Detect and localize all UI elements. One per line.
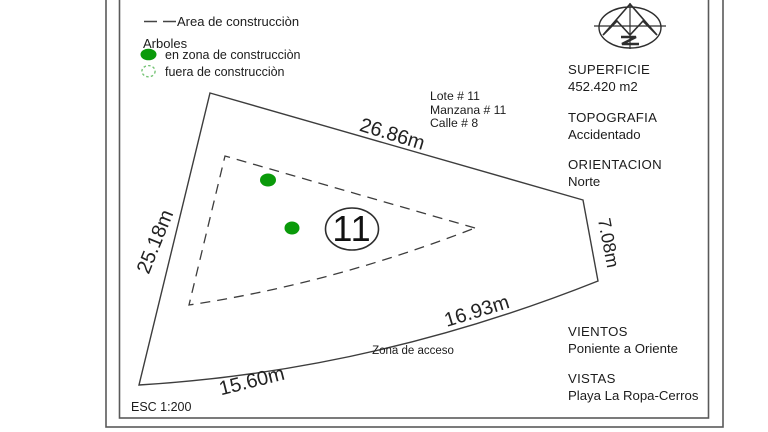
- lot-boundary: [138, 92, 599, 386]
- dashed-line-icon: [144, 20, 176, 23]
- property-label: SUPERFICIE: [568, 62, 651, 77]
- property-value: Playa La Ropa-Cerros: [568, 387, 699, 403]
- inner-frame: [118, 0, 710, 419]
- lot-info-calle: Calle # 8: [430, 116, 479, 130]
- property-value: 452.420 m2: [568, 78, 638, 94]
- tree-in-zone-icon: [284, 221, 300, 235]
- property-label: VISTAS: [568, 371, 616, 386]
- tree-outline-icon: [141, 65, 156, 78]
- tree-in-zone-icon: [260, 173, 276, 187]
- legend-tree-out-zone-label: fuera de construcciòn: [165, 65, 285, 79]
- north-arrow-icon: [594, 2, 666, 49]
- lot-number-circle: [324, 207, 380, 251]
- property-vientos: VIENTOS Poniente a Oriente: [568, 324, 678, 357]
- property-label: ORIENTACION: [568, 157, 662, 172]
- lot-info-lote: Lote # 11: [430, 89, 480, 103]
- scale-label: ESC 1:200: [131, 400, 192, 414]
- legend-area-label: Area de construcciòn: [177, 14, 300, 29]
- legend-tree-in-zone-label: en zona de construcciòn: [165, 48, 301, 62]
- property-value: Norte: [568, 173, 601, 189]
- property-topografia: TOPOGRAFIA Accidentado: [568, 110, 657, 143]
- construction-area-outline: [188, 155, 476, 306]
- lot-info-block: Lote # 11 Manzana # 11 Calle # 8: [430, 89, 507, 131]
- outer-frame: [105, 0, 724, 428]
- property-label: TOPOGRAFIA: [568, 110, 658, 125]
- property-orientacion: ORIENTACION Norte: [568, 157, 662, 190]
- compass-z-mark: [621, 35, 639, 46]
- legend-trees-title: Arboles: [143, 36, 188, 51]
- property-label: VIENTOS: [568, 324, 628, 339]
- property-superficie: SUPERFICIE 452.420 m2: [568, 62, 650, 95]
- lot-number: 11: [332, 208, 372, 249]
- property-value: Accidentado: [568, 126, 641, 142]
- property-value: Poniente a Oriente: [568, 340, 678, 356]
- compass-arrow: [602, 2, 658, 37]
- tree-filled-icon: [140, 48, 157, 61]
- lot-info-manzana: Manzana # 11: [430, 102, 507, 117]
- property-vistas: VISTAS Playa La Ropa-Cerros: [568, 371, 698, 404]
- access-zone-label: Zona de acceso: [372, 345, 454, 357]
